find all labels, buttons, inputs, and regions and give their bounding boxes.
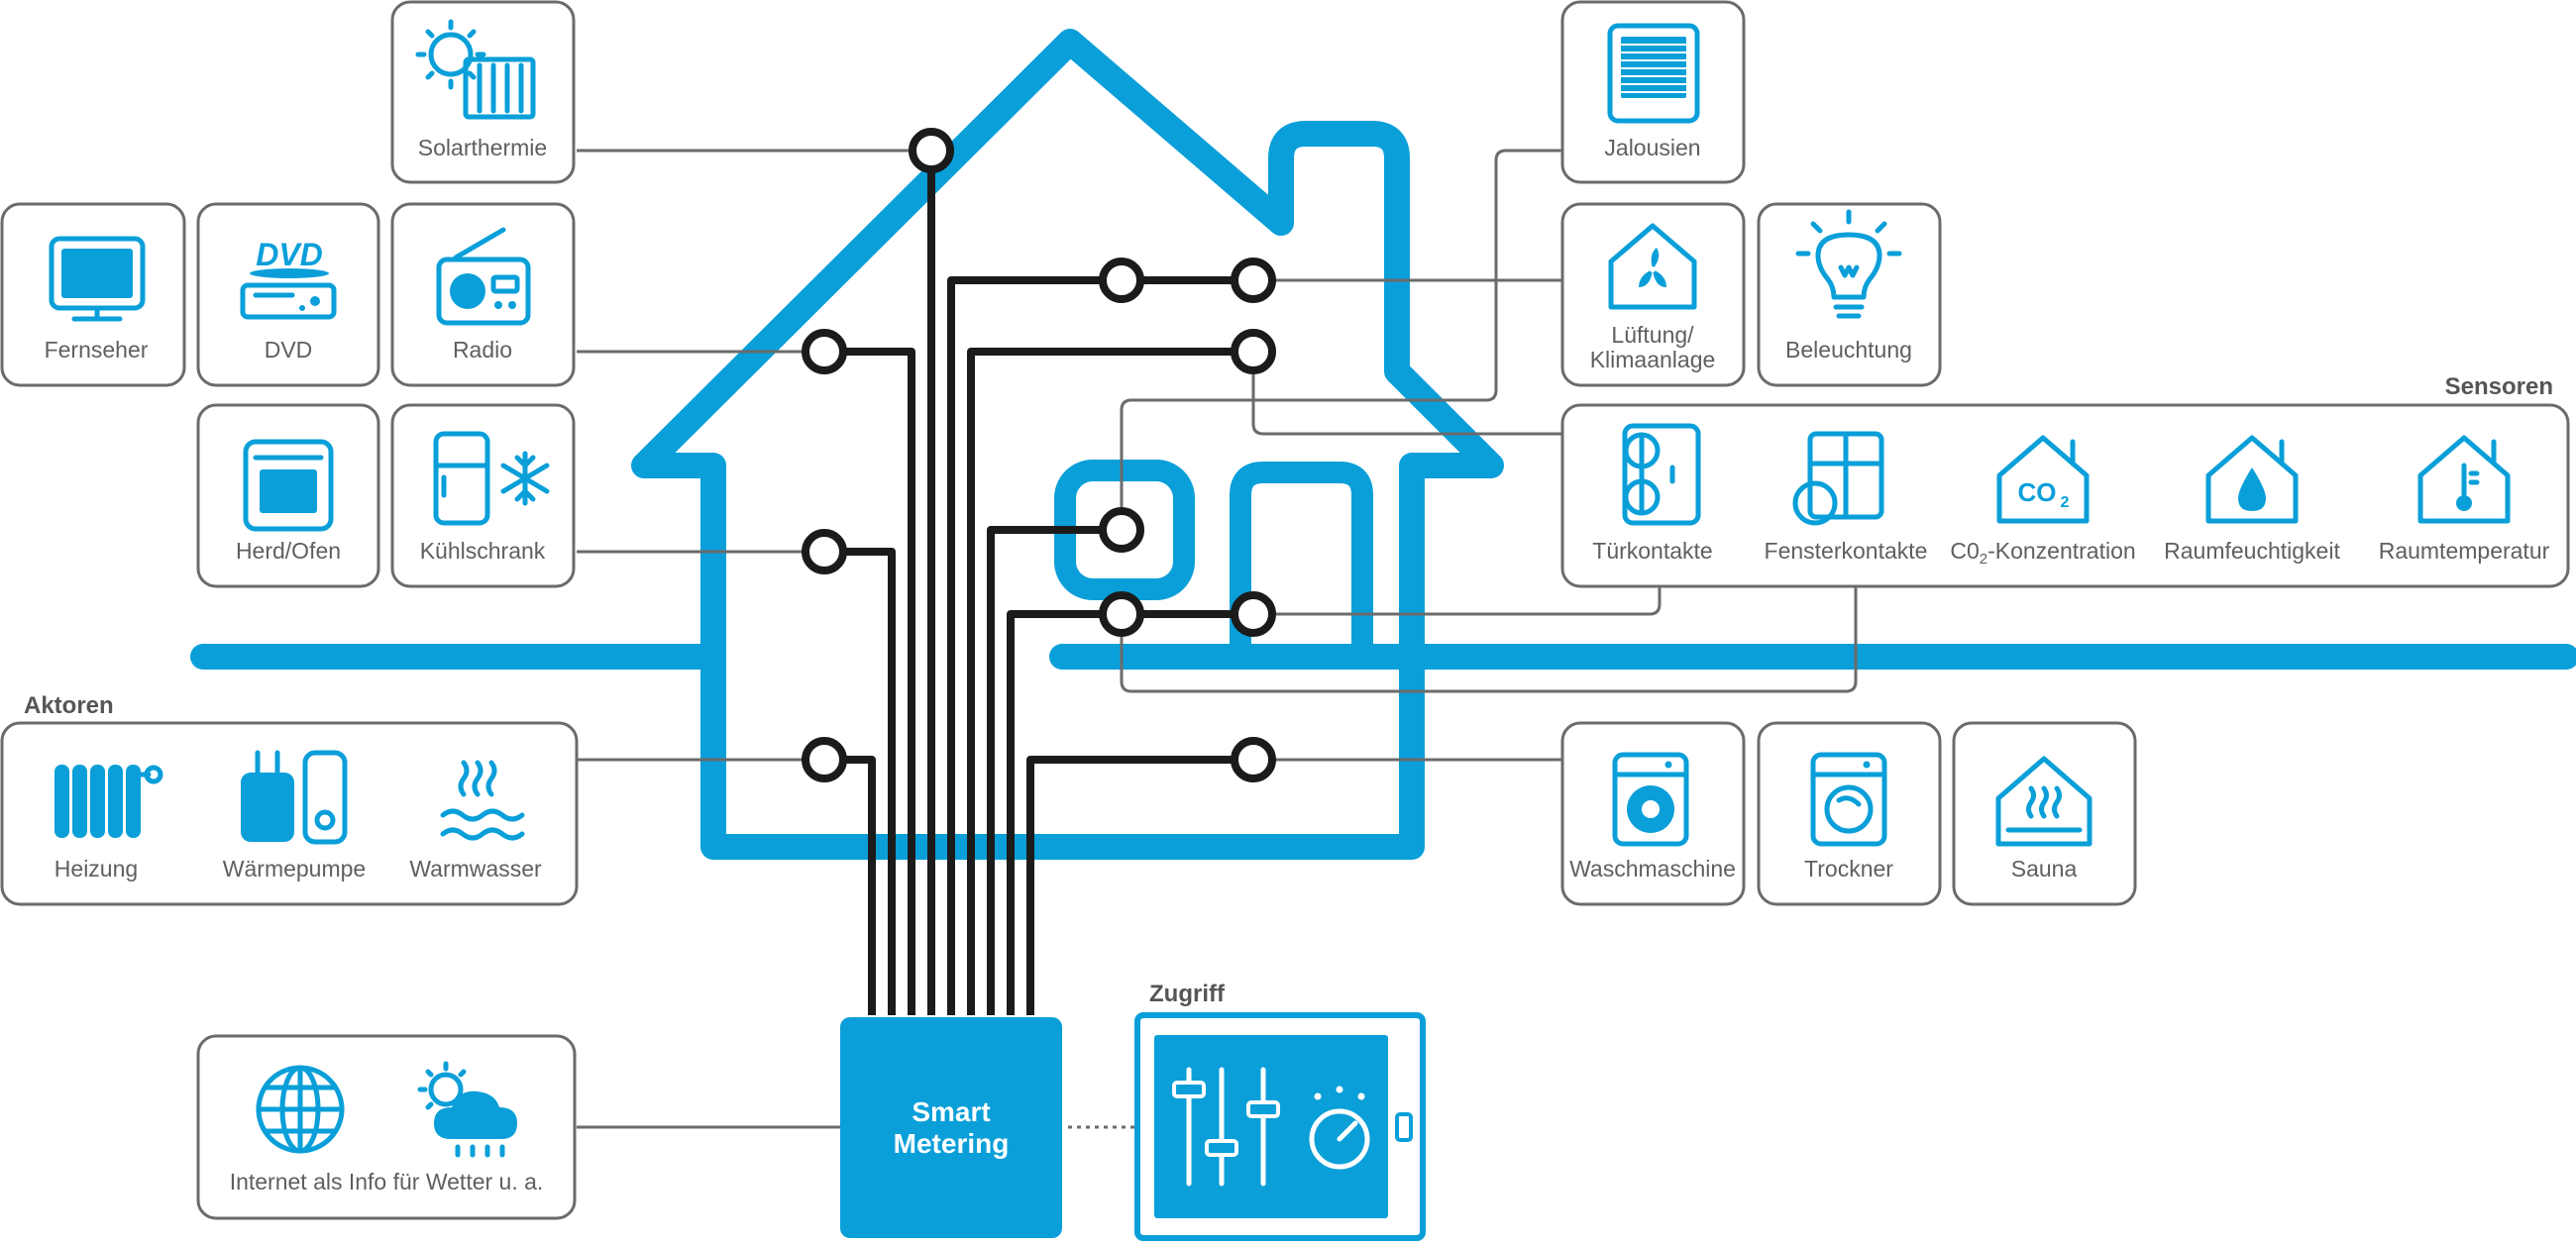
radio-icon <box>436 227 531 326</box>
card-fernseher: Fernseher <box>0 202 186 387</box>
fridge-snowflake-icon <box>433 431 550 526</box>
actuators-heading: Aktoren <box>24 692 114 719</box>
label-co2-sub: 2 <box>1980 551 1987 568</box>
dvd-player-icon: DVD <box>240 237 337 320</box>
label-solarthermie: Solarthermie <box>418 135 547 160</box>
label-tuerkontakte: Türkontakte <box>1592 538 1712 564</box>
sauna-icon <box>1995 756 2093 847</box>
label-lueftung-line2: Klimaanlage <box>1590 347 1716 372</box>
label-co2-suffix: -Konzentration <box>1987 538 2136 564</box>
label-radio: Radio <box>453 337 512 363</box>
weather-icon <box>417 1061 517 1158</box>
bus-wiring <box>824 151 1253 1015</box>
bus-nodes <box>802 128 1276 782</box>
label-waschmaschine: Waschmaschine <box>1569 856 1736 882</box>
card-herd: Herd/Ofen <box>196 403 380 588</box>
co2-logo-sub: 2 <box>2061 494 2070 511</box>
lightbulb-icon <box>1795 209 1902 319</box>
card-solarthermie: Solarthermie <box>390 0 576 184</box>
card-radio: Radio <box>390 202 576 387</box>
temperature-house-icon <box>2417 435 2511 524</box>
door-contact-icon <box>1622 423 1701 526</box>
hub-label-line2: Metering <box>894 1128 1010 1159</box>
label-warmwasser: Warmwasser <box>409 856 542 882</box>
card-beleuchtung: Beleuchtung <box>1757 202 1942 387</box>
label-fernseher: Fernseher <box>45 337 149 363</box>
oven-icon <box>243 439 334 532</box>
label-lueftung-line1: Lüftung/ <box>1611 322 1694 348</box>
sensors-heading: Sensoren <box>2445 373 2553 400</box>
card-kuehlschrank: Kühlschrank <box>390 403 576 588</box>
label-dvd: DVD <box>265 337 313 363</box>
label-herd: Herd/Ofen <box>236 538 341 564</box>
label-fensterkontakte: Fensterkontakte <box>1765 538 1928 564</box>
solar-thermal-icon <box>415 19 536 120</box>
globe-icon <box>256 1065 345 1154</box>
access-heading: Zugriff <box>1149 981 1226 1007</box>
sensors-group: Türkontakte Fensterkontakte CO 2 C02-Kon… <box>1560 403 2570 588</box>
card-waschmaschine: Waschmaschine <box>1560 721 1746 906</box>
label-raumtemperatur: Raumtemperatur <box>2379 538 2550 564</box>
tv-icon <box>49 236 146 322</box>
dvd-logo-text: DVD <box>256 237 323 272</box>
card-jalousien: Jalousien <box>1560 0 1746 184</box>
dryer-icon <box>1810 752 1887 847</box>
label-beleuchtung: Beleuchtung <box>1785 337 1912 363</box>
card-dvd: DVD DVD <box>196 202 380 387</box>
connector-lines <box>577 149 1858 1129</box>
label-raumfeuchtigkeit: Raumfeuchtigkeit <box>2164 538 2340 564</box>
hot-water-icon <box>440 760 525 841</box>
actuators-group: Heizung Wärmepumpe Warmwasser <box>0 721 579 906</box>
label-waermepumpe: Wärmepumpe <box>223 856 366 882</box>
card-sauna: Sauna <box>1952 721 2137 906</box>
smart-metering-box: Smart Metering <box>840 1017 1062 1238</box>
blinds-icon <box>1607 23 1700 124</box>
co2-house-icon: CO 2 <box>1996 435 2090 524</box>
card-lueftung: Lüftung/ Klimaanlage <box>1560 202 1746 387</box>
humidity-house-icon <box>2205 435 2299 524</box>
dial-icon <box>1309 1086 1370 1170</box>
label-sauna: Sauna <box>2011 856 2078 882</box>
card-internet: Internet als Info für Wetter u. a. <box>196 1034 577 1220</box>
label-co2-prefix: C0 <box>1950 538 1979 564</box>
house-outline <box>631 29 1504 860</box>
co2-logo-text: CO <box>2018 477 2057 507</box>
heater-radiator-icon <box>54 765 163 838</box>
window-contact-icon <box>1792 431 1884 526</box>
tablet-access-card[interactable] <box>1134 1012 1426 1241</box>
label-jalousien: Jalousien <box>1604 135 1700 160</box>
card-trockner: Trockner <box>1757 721 1942 906</box>
hub-label-line1: Smart <box>912 1096 990 1127</box>
label-heizung: Heizung <box>54 856 138 882</box>
label-internet: Internet als Info für Wetter u. a. <box>230 1169 544 1194</box>
ventilation-fan-icon <box>1608 223 1697 310</box>
label-kuehlschrank: Kühlschrank <box>420 538 546 564</box>
washing-machine-icon <box>1612 752 1689 847</box>
heat-pump-icon <box>241 750 348 845</box>
slider-controls-icon <box>1172 1067 1280 1187</box>
label-trockner: Trockner <box>1804 856 1893 882</box>
label-co2: C02-Konzentration <box>1950 538 2135 568</box>
